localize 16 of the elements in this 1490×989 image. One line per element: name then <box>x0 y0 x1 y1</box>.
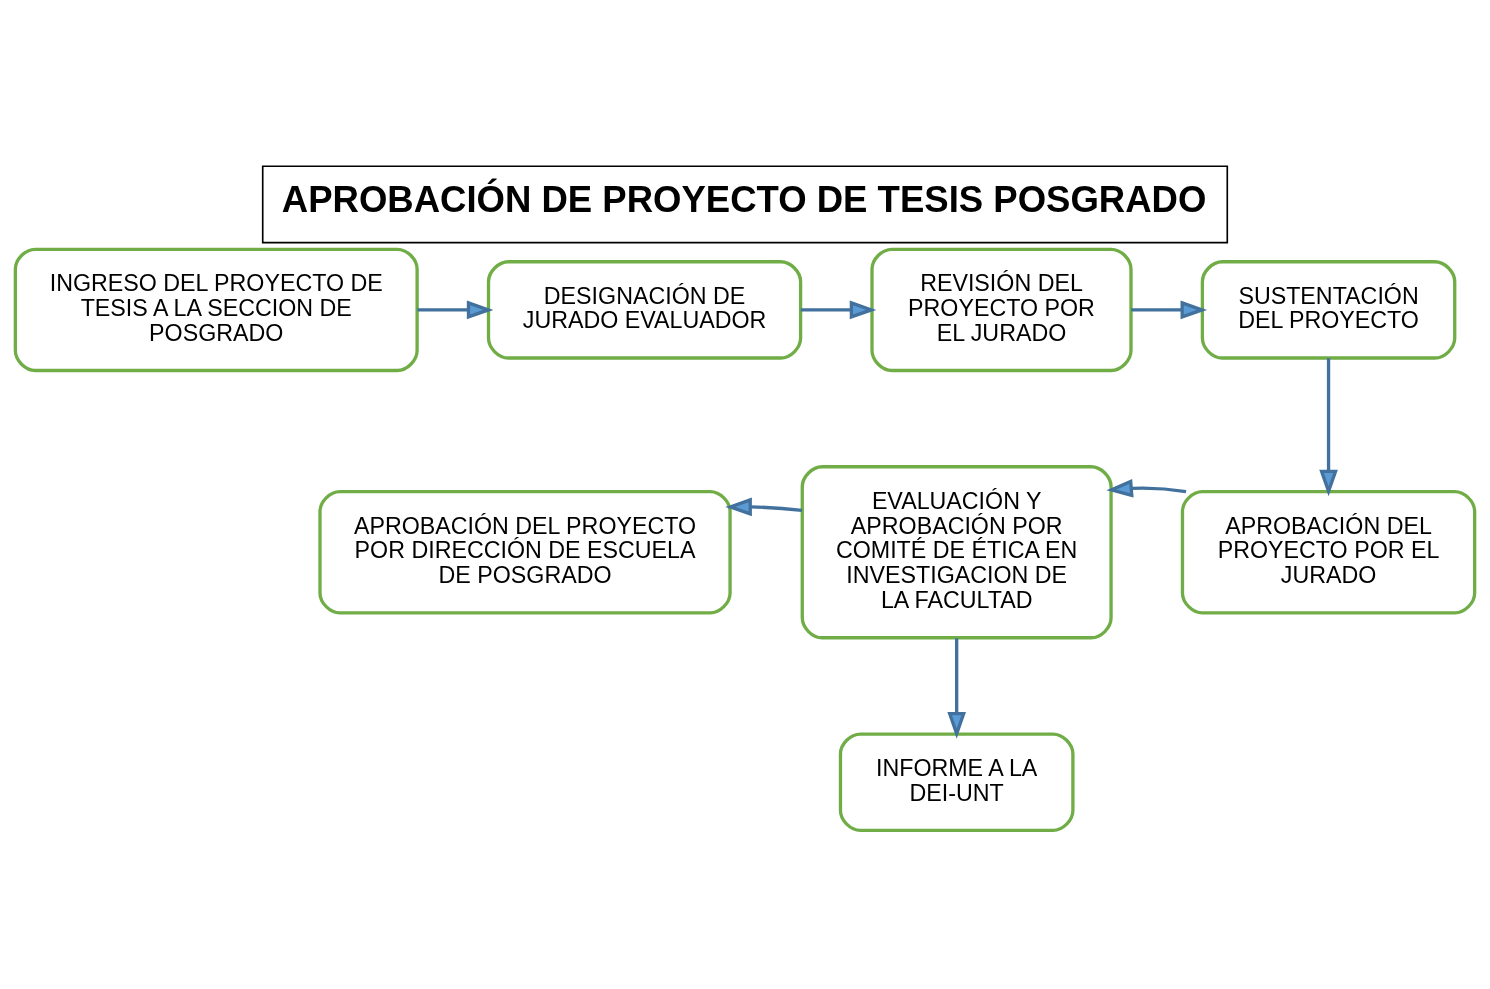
node-box: REVISIÓN DEL PROYECTO POR EL JURADO <box>870 247 1133 372</box>
arrow <box>1106 478 1187 498</box>
node-box: EVALUACIÓN Y APROBACIÓN POR COMITÉ DE ÉTICA EN INVESTIGACION DE LA FACULTAD <box>800 464 1113 639</box>
node-box: DESIGNACIÓN DE JURADO EVALUADOR <box>486 259 803 360</box>
node-box: INGRESO DEL PROYECTO DE TESIS A LA SECCION DE POSGRADO <box>13 247 419 372</box>
arrow <box>417 300 494 319</box>
node-box: SUSTENTACIÓN DEL PROYECTO <box>1200 259 1457 360</box>
arrow <box>1131 300 1208 319</box>
node-box: INFORME A LA DEI-UNT <box>838 731 1075 832</box>
arrow <box>725 497 803 516</box>
node-box: APROBACIÓN DEL PROYECTO POR EL JURADO <box>1180 489 1477 615</box>
arrow <box>1319 357 1338 496</box>
arrow <box>800 300 877 319</box>
diagram-title: APROBACIÓN DE PROYECTO DE TESIS POSGRADO <box>281 178 1207 220</box>
node-box: APROBACIÓN DEL PROYECTO POR DIRECCIÓN DE ESCUELA DE POSGRADO <box>318 489 732 615</box>
arrow <box>947 637 966 739</box>
